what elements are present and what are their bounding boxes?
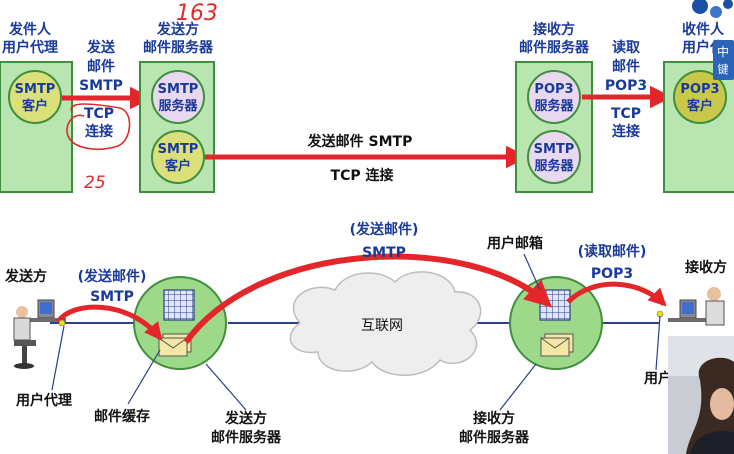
receiver-server-label-1: 接收方 [473, 410, 515, 427]
receiver-smtp-server-circle [527, 130, 581, 184]
bird-logo-icon [692, 0, 733, 18]
send-mail-paren-left: (发送邮件) [78, 268, 147, 285]
smtp-client-label-1: SMTP [15, 82, 56, 97]
sender-user-agent-panel: 发件人 用户代理 SMTP 客户 [0, 21, 73, 193]
scribble-top: 163 [176, 1, 218, 26]
leader-line [127, 349, 161, 405]
tcp-right-label-1: TCP [611, 106, 641, 122]
pop3-client-circle [673, 70, 727, 124]
queue-grid-icon [163, 289, 195, 321]
ime-label-1: 中 [717, 44, 729, 59]
server-to-mailbox-arrow [183, 253, 552, 344]
receiver-server-title-2: 邮件服务器 [519, 39, 590, 56]
receiver-server-title-1: 接收方 [533, 21, 575, 38]
receiver-label: 接收方 [685, 259, 727, 276]
sender-person-icon [13, 299, 66, 369]
smtp-client-circle [8, 70, 62, 124]
leader-line [655, 315, 661, 371]
sender-ua-label-1: 发件人 [8, 21, 52, 38]
send-mail-top-label: (发送邮件) [350, 221, 419, 238]
smtp-top-label: SMTP [362, 245, 406, 261]
send-mail-label-2: 邮件 [87, 58, 115, 75]
mailbox-grid-icon [539, 289, 571, 321]
sender-smtp-client-circle [151, 130, 205, 184]
internet-label: 互联网 [361, 318, 403, 334]
user-agent-label: 用户代理 [16, 392, 72, 409]
send-mail-label-1: 发送 [86, 39, 116, 56]
pop3-client-label-1: POP3 [680, 82, 719, 97]
mail-buffer-icon [158, 333, 192, 357]
leader-line [51, 325, 65, 391]
sender-smtp-client-label-1: SMTP [158, 142, 199, 157]
receiver-person-icon [668, 287, 725, 326]
mail-buffer-label: 邮件缓存 [94, 408, 150, 425]
receiver-mail-server-panel: 接收方 邮件服务器 POP3 服务器 SMTP 服务器 [515, 21, 593, 193]
middle-send-label: 发送邮件 SMTP [307, 133, 413, 150]
read-mail-paren: (读取邮件) [578, 243, 647, 260]
pop3-server-label-1: POP3 [534, 82, 573, 97]
sender-to-buffer-arrow [55, 304, 163, 341]
sender-ua-label-2: 用户代理 [2, 39, 58, 56]
sender-smtp-client-label-2: 客户 [165, 158, 191, 174]
smtp-label: SMTP [79, 78, 123, 94]
leader-line [205, 363, 247, 411]
smtp-server-label-1: SMTP [158, 82, 199, 97]
read-mail-label-2: 邮件 [612, 58, 640, 75]
receiver-mail-icon [540, 333, 574, 357]
sender-mail-server-panel: 发送方 邮件服务器 SMTP 服务器 SMTP 客户 [139, 21, 215, 193]
pop3-bottom-label: POP3 [591, 266, 633, 282]
scribble-loop [66, 103, 131, 150]
sender-server-title-2: 邮件服务器 [143, 39, 214, 56]
smtp-server-circle [151, 70, 205, 124]
smtp-server-label-2: 服务器 [158, 98, 198, 114]
tcp-label-2: 连接 [85, 123, 113, 140]
leader-line [499, 363, 537, 411]
sender-server-title-1: 发送方 [156, 21, 199, 38]
mailbox-label: 用户邮箱 [487, 235, 543, 252]
pop3-label: POP3 [605, 78, 647, 94]
pop3-server-label-2: 服务器 [534, 98, 574, 114]
pop3-client-label-2: 客户 [687, 98, 713, 114]
tcp-label-1: TCP [84, 106, 114, 122]
mailbox-to-receiver-arrow [566, 281, 667, 307]
sender-server-label-1: 发送方 [224, 410, 267, 427]
smtp-left-label: SMTP [90, 289, 134, 305]
user-right-label: 用户 [644, 370, 672, 387]
ime-label-2: 键 [718, 62, 729, 76]
middle-tcp-label: TCP 连接 [331, 167, 394, 184]
receiver-smtp-server-label-2: 服务器 [534, 158, 574, 174]
internet-cloud: 互联网 [289, 271, 482, 376]
sender-server-node [133, 276, 227, 370]
pop3-server-circle [527, 70, 581, 124]
receiver-smtp-server-label-1: SMTP [534, 142, 575, 157]
read-mail-label-1: 读取 [612, 39, 641, 56]
scribble-left: 25 [84, 173, 106, 193]
receiver-server-label-2: 邮件服务器 [459, 429, 530, 446]
recipient-ua-label-1: 收件人 [682, 21, 725, 38]
ime-widget[interactable]: 中 键 [713, 40, 734, 80]
sender-server-label-2: 邮件服务器 [211, 429, 282, 446]
smtp-client-label-2: 客户 [22, 98, 48, 114]
sender-label: 发送方 [4, 268, 47, 285]
webcam-overlay [668, 336, 734, 454]
tcp-right-label-2: 连接 [612, 123, 640, 140]
leader-line [523, 253, 541, 291]
